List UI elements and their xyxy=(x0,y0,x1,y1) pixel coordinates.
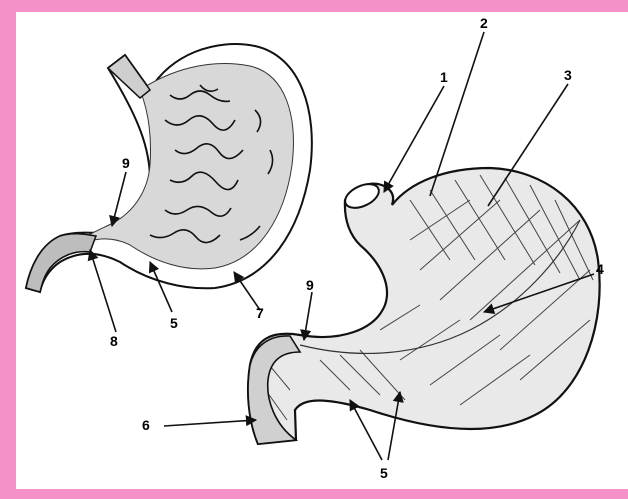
duodenum-left xyxy=(26,234,96,292)
label-3: 3 xyxy=(564,67,572,83)
label-4: 4 xyxy=(596,261,604,277)
label-5-left: 5 xyxy=(170,315,178,331)
label-6: 6 xyxy=(142,417,150,433)
leader-9-right xyxy=(304,292,312,340)
label-1: 1 xyxy=(440,69,448,85)
label-7: 7 xyxy=(256,305,264,321)
stomach-section-left xyxy=(26,44,312,292)
leader-8 xyxy=(90,250,116,332)
label-5-right: 5 xyxy=(380,465,388,481)
label-9-left: 9 xyxy=(122,155,130,171)
leader-6 xyxy=(164,420,256,426)
label-9-right: 9 xyxy=(306,277,314,293)
label-8: 8 xyxy=(110,333,118,349)
label-2: 2 xyxy=(480,15,488,31)
